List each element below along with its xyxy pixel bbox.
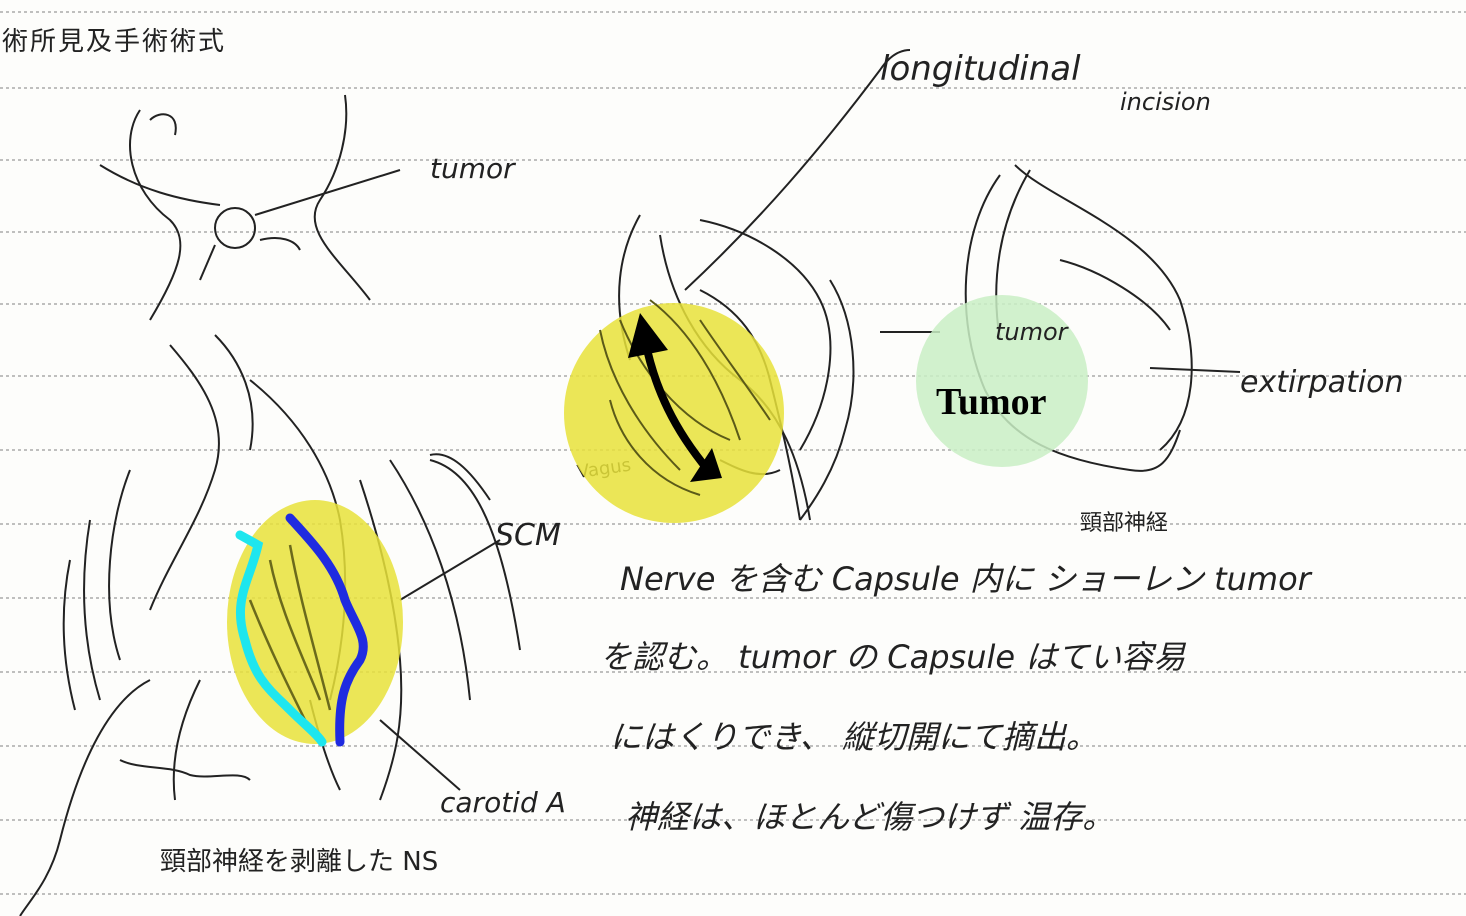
note-line-2: を認む。 tumor の Capsule はてい容易 bbox=[600, 638, 1186, 676]
note-line-3: にはくりでき、 縦切開にて摘出。 bbox=[610, 718, 1098, 756]
highlight-nerve bbox=[227, 500, 403, 744]
tumor-label: Tumor bbox=[936, 381, 1047, 423]
label-tumor-top: tumor bbox=[430, 152, 516, 185]
label-incision: incision bbox=[1120, 88, 1211, 116]
label-carotid: carotid A bbox=[440, 786, 566, 819]
label-tumor-small: tumor bbox=[995, 318, 1070, 346]
note-bottom: 頸部神経を剥離した NS bbox=[160, 847, 438, 877]
label-longitudinal: longitudinal bbox=[880, 49, 1081, 89]
label-scm: SCM bbox=[495, 518, 561, 553]
note-top-center: 頸部神経 bbox=[1080, 511, 1168, 536]
note-line-1: Nerve を含む Capsule 内に ショーレン tumor bbox=[620, 560, 1313, 598]
label-extirpation: extirpation bbox=[1240, 365, 1404, 400]
note-line-4: 神経は、ほとんど傷つけず 温存。 bbox=[625, 798, 1114, 836]
handwritten-notes: Nerve を含む Capsule 内に ショーレン tumor を認む。 tu… bbox=[600, 560, 1313, 836]
head-sketch-top-left bbox=[100, 95, 400, 320]
page-header: 術所見及手術術式 bbox=[2, 27, 226, 57]
